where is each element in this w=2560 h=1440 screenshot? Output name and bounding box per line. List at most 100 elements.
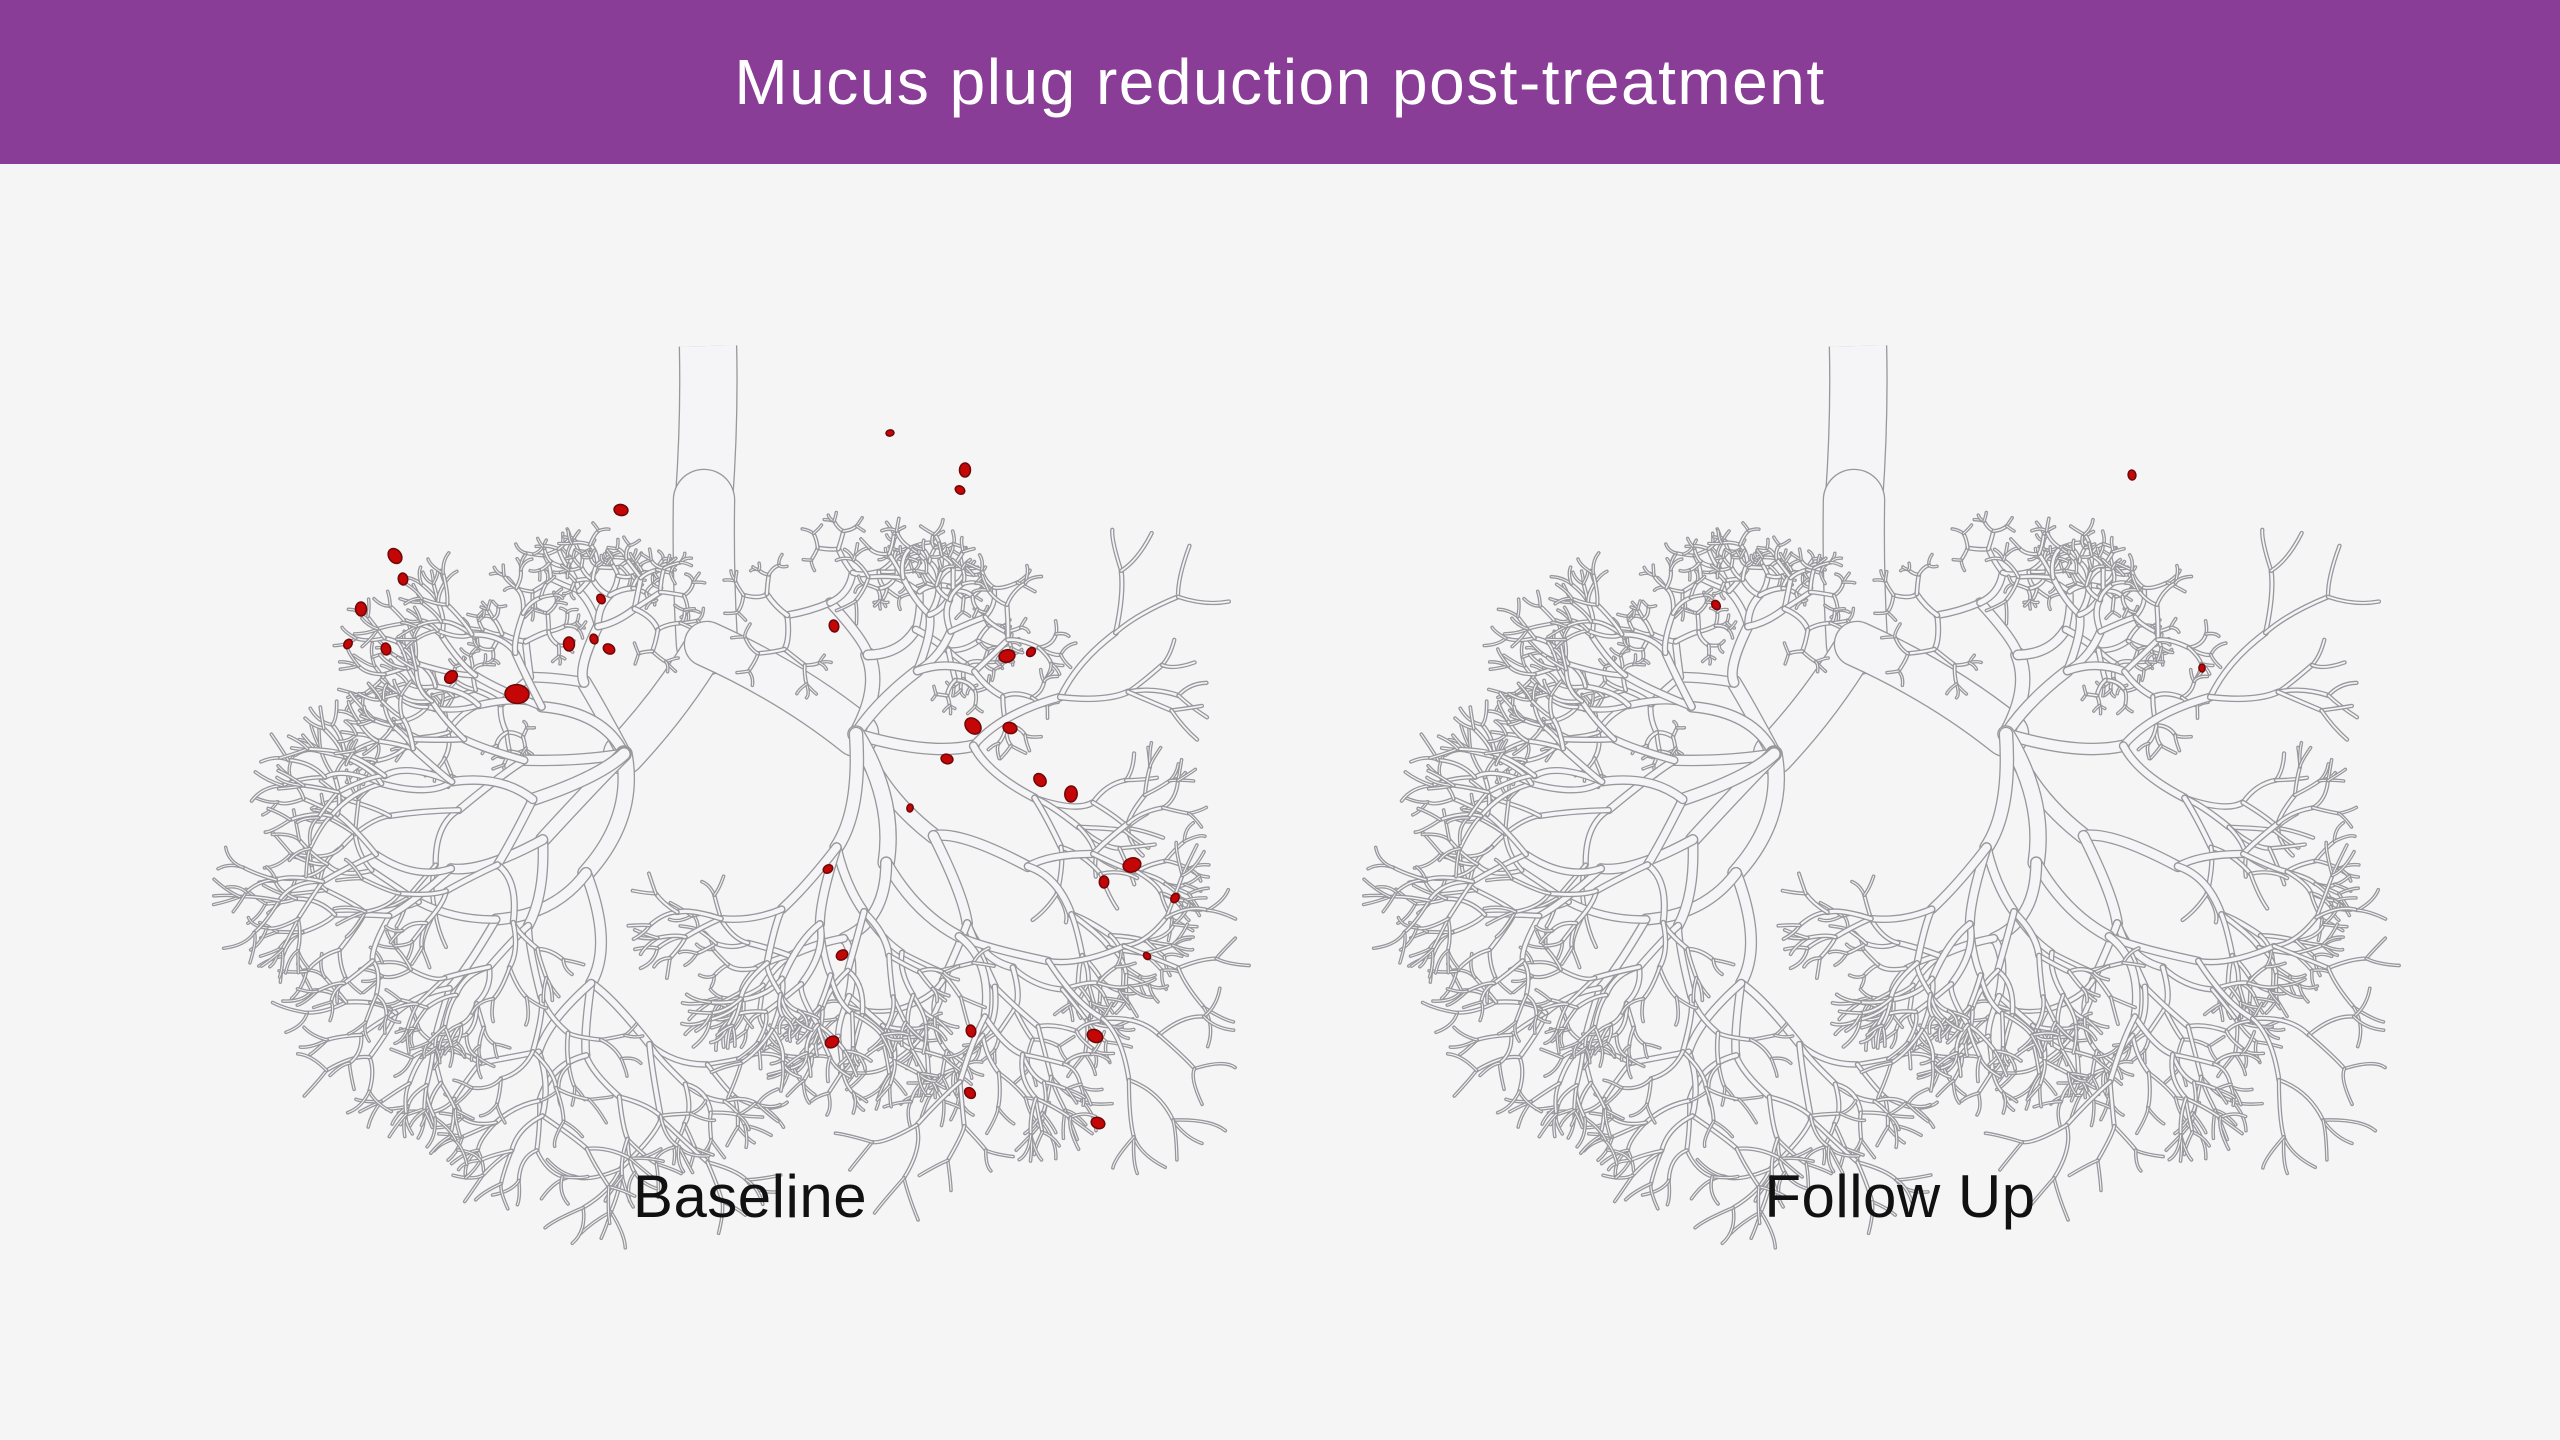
airway-branch: [778, 564, 788, 568]
airway-branch: [844, 1050, 858, 1077]
airway-branch: [430, 699, 467, 742]
airway-branch: [1183, 822, 1194, 842]
airway-branch: [348, 1062, 355, 1090]
airway-branch: [1090, 1053, 1110, 1061]
airway-branch: [493, 795, 537, 869]
airway-branch: [261, 949, 283, 967]
title-bar: Mucus plug reduction post-treatment: [0, 0, 2560, 164]
airway-branch: [1006, 582, 1027, 606]
airway-branch: [907, 1026, 914, 1049]
airway-branch: [1188, 813, 1202, 828]
airway-branch: [560, 1176, 569, 1205]
airway-branch: [1687, 1053, 1739, 1103]
airway-branch: [515, 543, 527, 554]
airway-branch: [992, 984, 1040, 1029]
airway-branch: [796, 1028, 810, 1044]
airway-branch: [634, 929, 659, 939]
airway-branch: [1177, 967, 1205, 1009]
airway-branch: [492, 966, 511, 1000]
airway-branch: [556, 601, 567, 605]
airway-branch: [491, 998, 494, 1022]
airway-branch: [461, 736, 528, 764]
airway-branch: [1696, 575, 1705, 584]
mucus-plug: [354, 601, 368, 617]
airway-branch: [296, 817, 319, 823]
airway-branch: [1183, 835, 1206, 842]
airway-branch: [1177, 681, 1208, 697]
airway-branch: [1833, 1082, 1841, 1126]
airway-branch: [508, 966, 528, 999]
airway-branch: [739, 1028, 774, 1065]
airway-branch: [1887, 1114, 1900, 1131]
airway-branch: [1099, 871, 1138, 879]
airway-branch: [958, 1014, 987, 1084]
airway-branch: [1172, 1119, 1178, 1161]
airway-branch: [367, 598, 370, 618]
airway-branch: [616, 538, 619, 549]
airway-branch: [786, 1080, 805, 1097]
airway-branch: [1023, 862, 1076, 919]
airway-branch: [983, 586, 996, 619]
airway-branch: [1170, 705, 1203, 712]
airway-branch: [1783, 642, 1790, 655]
airway-branch: [272, 1001, 308, 1014]
airway-branch: [723, 1100, 746, 1127]
airway-branch: [1024, 575, 1042, 584]
airway-branch: [1856, 1063, 1887, 1099]
airway-branch: [348, 1021, 367, 1035]
airway-branch: [1069, 1117, 1093, 1135]
airway-branch: [294, 897, 336, 916]
airway-branch: [1521, 642, 1525, 667]
airway-branch: [1728, 629, 1734, 639]
airway-branch: [1176, 965, 1206, 1010]
airway-branch: [1687, 537, 1694, 547]
airway-branch: [264, 819, 291, 833]
airway-branch: [1024, 734, 1030, 752]
airway-branch: [1144, 766, 1151, 796]
airway-branch: [826, 1056, 831, 1082]
airway-branch: [344, 720, 357, 735]
airway-branch: [706, 1063, 737, 1099]
airway-branch: [882, 1043, 891, 1076]
airway-branch: [1149, 747, 1162, 768]
airway-branch: [947, 1159, 952, 1191]
airway-branch: [787, 1052, 808, 1066]
airway-branch: [1513, 742, 1528, 755]
airway-branch: [479, 1149, 513, 1162]
airway-branch: [709, 1111, 713, 1141]
airway-branch: [726, 1126, 739, 1147]
airway-branch: [1642, 764, 1655, 770]
airway-branch: [802, 559, 812, 561]
airway-branch: [472, 672, 545, 710]
airway-branch: [1188, 887, 1209, 895]
airway-branch: [974, 595, 982, 601]
airway-branch: [960, 996, 969, 1025]
airway-branch: [1740, 549, 1746, 558]
airway-branch: [818, 662, 827, 670]
airway-branch: [688, 1010, 712, 1014]
airway-branch: [407, 1084, 428, 1107]
airway-branch: [948, 546, 954, 557]
mucus-plug: [822, 864, 834, 874]
airway-branch: [381, 968, 412, 978]
mucus-plug: [958, 462, 972, 478]
airway-branch: [1577, 558, 1594, 574]
airway-branch: [247, 917, 268, 929]
mucus-plug: [835, 949, 849, 961]
airway-branch: [758, 562, 761, 571]
airway-branch: [379, 779, 455, 793]
airway-branch: [1633, 663, 1645, 666]
airway-branch: [1721, 1207, 1735, 1244]
airway-branch: [415, 898, 500, 923]
airway-branch: [453, 1079, 473, 1089]
airway-branch: [1663, 611, 1675, 655]
airway-branch: [1128, 1079, 1135, 1138]
airway-branch: [552, 655, 560, 662]
airway-branch: [1592, 552, 1600, 574]
airway-branch: [1046, 959, 1105, 1021]
airway-branch: [1172, 944, 1194, 951]
airway-branch: [839, 857, 892, 944]
airway-branch: [1805, 1163, 1832, 1175]
airway-branch: [610, 1211, 626, 1249]
airway-branch: [1718, 644, 1724, 653]
